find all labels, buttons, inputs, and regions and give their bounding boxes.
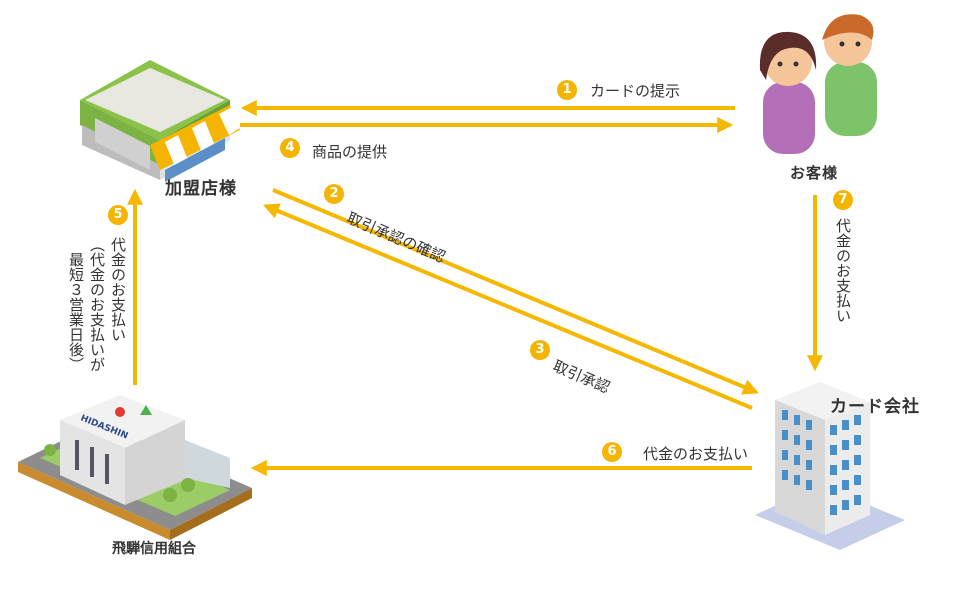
arrow-step-3 xyxy=(263,203,753,410)
bank-illustration: HIDASHIN xyxy=(18,395,252,540)
step-4-label: 商品の提供 xyxy=(312,143,388,161)
step-6-badge: 6 xyxy=(602,442,622,462)
step-7-badge: 7 xyxy=(833,190,853,210)
card-company-building xyxy=(755,382,905,550)
arrow-step-2 xyxy=(272,188,759,395)
step-6-label: 代金のお支払い xyxy=(643,445,749,463)
step-1-badge: 1 xyxy=(557,80,577,100)
step-5-badge: 5 xyxy=(108,205,128,225)
merchant-label: 加盟店様 xyxy=(165,179,237,199)
store-illustration xyxy=(80,60,240,182)
step-1-label: カードの提示 xyxy=(590,82,681,100)
step-4-badge: 4 xyxy=(280,138,300,158)
step-7-label: 代金のお支払い xyxy=(834,218,852,323)
card-company-label: カード会社 xyxy=(830,397,920,417)
step-2-badge: 2 xyxy=(324,184,344,204)
step-5-label: 代金のお支払い xyxy=(109,237,127,342)
bank-label: 飛騨信用組合 xyxy=(112,541,196,557)
step-3-badge: 3 xyxy=(530,340,550,360)
step-5-note-line2: 最短３営業日後） xyxy=(67,252,85,372)
step-5-note-line1: （代金のお支払いが xyxy=(88,237,106,372)
customers-illustration xyxy=(759,14,877,154)
customer-label: お客様 xyxy=(790,164,839,182)
